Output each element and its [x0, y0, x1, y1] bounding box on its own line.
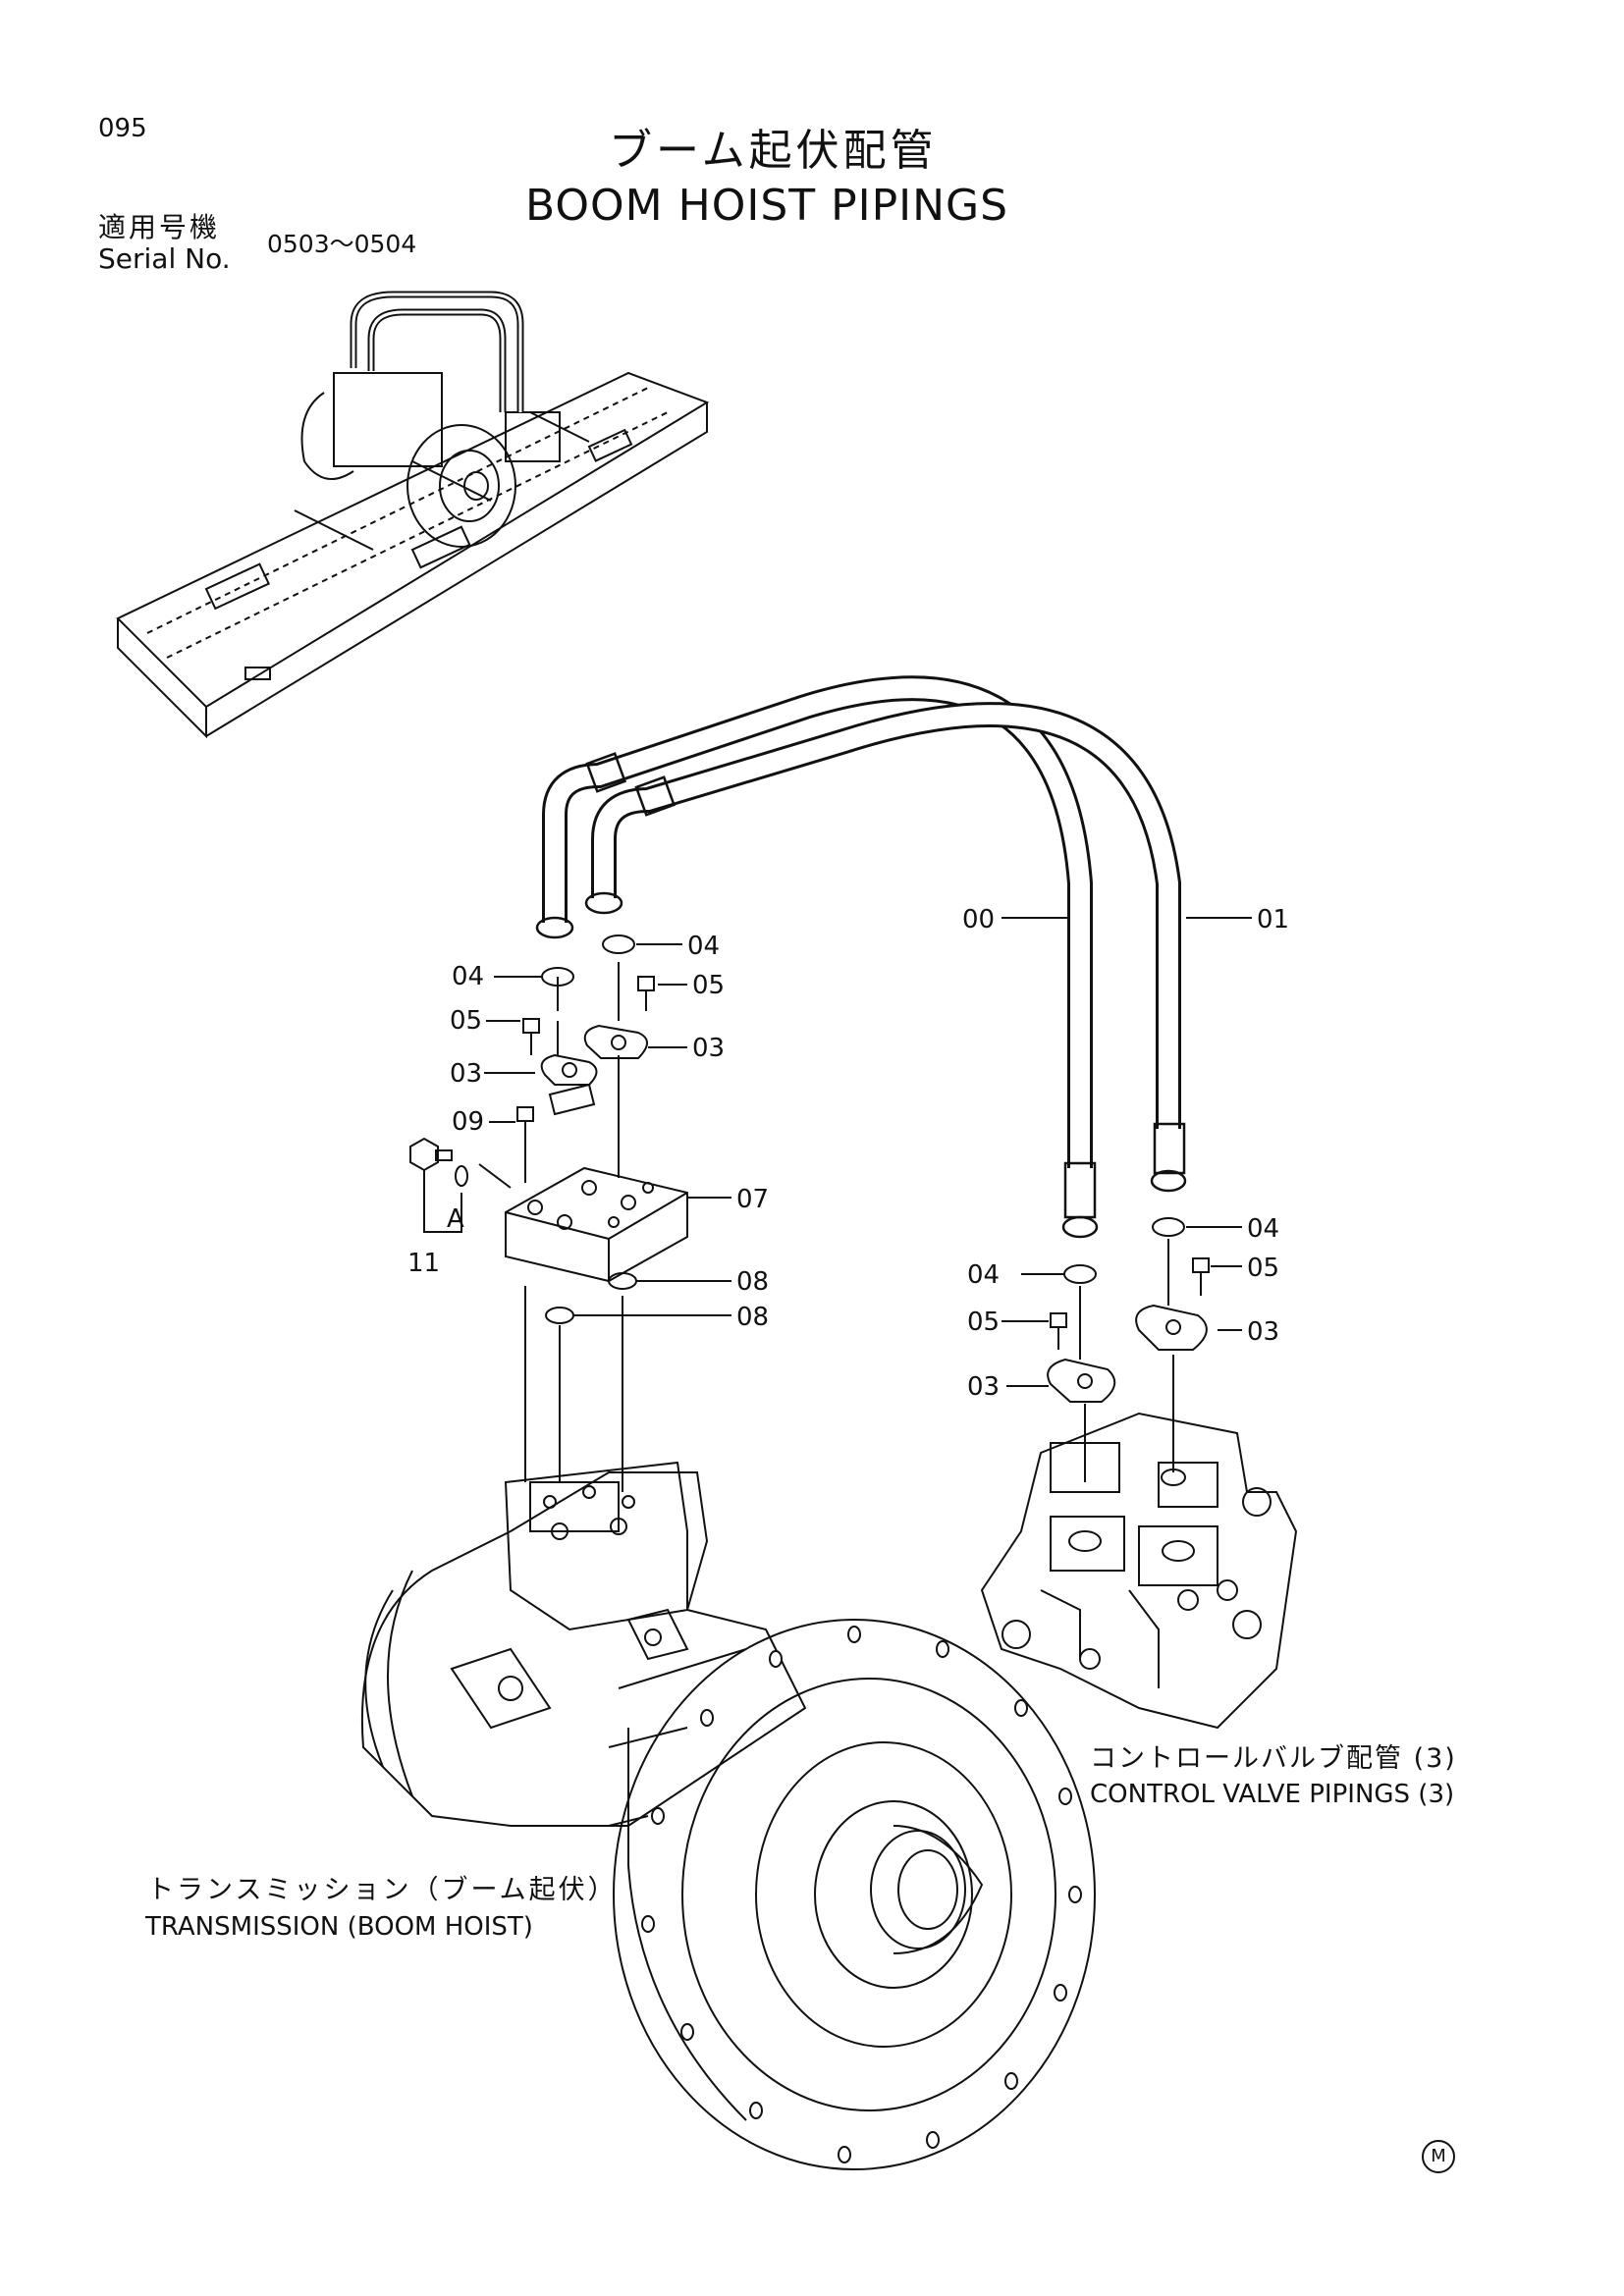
- callout-00: 00: [962, 905, 995, 934]
- control-valve-body: [980, 1412, 1298, 1730]
- right-fitting-stack: [1047, 1217, 1210, 1482]
- callout-11: 11: [407, 1249, 440, 1278]
- callout-09: 09: [452, 1107, 484, 1137]
- callout-08-upper: 08: [736, 1267, 769, 1297]
- serial-number-label: Serial No.: [98, 242, 231, 275]
- callout-03-right: 03: [692, 1034, 725, 1063]
- callout-03-cv-upper: 03: [1247, 1317, 1279, 1347]
- location-thumbnail: [116, 291, 710, 739]
- control-valve-label-japanese: コントロールバルブ配管 (3): [1090, 1743, 1457, 1774]
- callout-04-right: 04: [687, 932, 720, 961]
- callout-08-lower: 08: [736, 1303, 769, 1332]
- callout-01: 01: [1257, 905, 1289, 934]
- callout-A: A: [447, 1204, 464, 1234]
- serial-number-range: 0503～0504: [267, 230, 417, 258]
- transmission-label: TRANSMISSION (BOOM HOIST): [145, 1912, 533, 1942]
- callout-07: 07: [736, 1185, 769, 1214]
- callout-03-left: 03: [450, 1059, 482, 1089]
- maker-mark-icon: M: [1422, 2140, 1455, 2173]
- applicable-models-label: 適用号機: [98, 211, 221, 243]
- callout-04-cv-lower: 04: [967, 1260, 1000, 1290]
- callout-05-cv-upper: 05: [1247, 1254, 1279, 1283]
- transmission-body: [360, 1461, 1096, 2170]
- page-title: BOOM HOIST PIPINGS: [525, 181, 1009, 231]
- callout-numbers: 00 01 04 04 05 05 03 03 09 07 08 08 A 11…: [407, 905, 1289, 1402]
- callout-05-cv-lower: 05: [967, 1308, 1000, 1337]
- leader-lines: [478, 917, 1252, 1387]
- callout-05-right: 05: [692, 971, 725, 1000]
- page-number: 095: [98, 114, 147, 143]
- callout-05-left: 05: [450, 1006, 482, 1036]
- hose-assembly: [535, 675, 1187, 1239]
- page-title-japanese: ブーム起伏配管: [609, 126, 938, 176]
- control-valve-label: CONTROL VALVE PIPINGS (3): [1090, 1780, 1455, 1809]
- left-fitting-stack: [409, 934, 688, 1492]
- callout-03-cv-lower: 03: [967, 1372, 1000, 1402]
- callout-04-cv-upper: 04: [1247, 1214, 1279, 1244]
- callout-04-left: 04: [452, 962, 484, 991]
- transmission-label-japanese: トランスミッション（ブーム起伏）: [147, 1875, 618, 1905]
